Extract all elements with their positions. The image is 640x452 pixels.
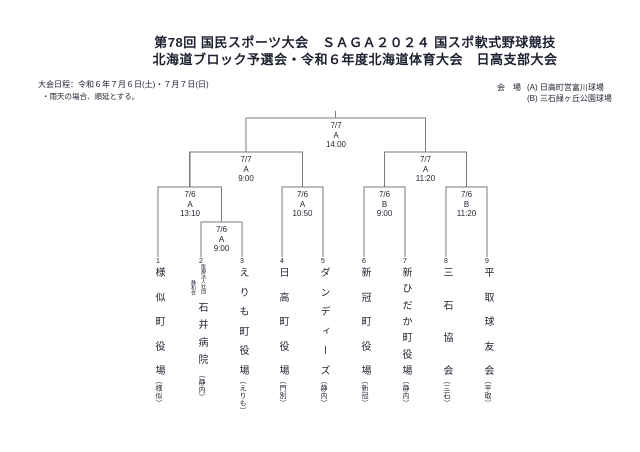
team-seed-3: 3 bbox=[240, 258, 244, 265]
team-location-3: （えりも） bbox=[239, 377, 246, 415]
team-location-6: （新冠） bbox=[361, 377, 368, 407]
quarterfinal-1-line bbox=[157, 186, 223, 257]
match-venue: A bbox=[218, 234, 225, 244]
quarterfinal-2-line bbox=[281, 186, 324, 257]
team-org-line1-2: 医療法人社団 bbox=[200, 264, 206, 294]
team-name-3: えりも町役場 bbox=[237, 267, 248, 375]
first-round-line bbox=[200, 221, 243, 257]
match-time: 9:00 bbox=[213, 244, 230, 253]
team-seed-1: 1 bbox=[156, 258, 160, 265]
venue-info: 会 場 (A) 日高町営富川球場 (B) 三石緑ヶ丘公園球場 bbox=[497, 83, 612, 104]
match-venue: A bbox=[299, 199, 306, 209]
match-venue: A bbox=[187, 199, 193, 209]
tournament-title-line1: 第78回 国民スポーツ大会 ＳＡＧＡ２０２４ 国スポ軟式野球競技 bbox=[154, 35, 556, 50]
match-venue: B bbox=[381, 199, 388, 209]
team-seed-9: 9 bbox=[485, 258, 489, 265]
team-name-8: 三石協会 bbox=[441, 267, 452, 375]
team-seed-7: 7 bbox=[403, 258, 407, 265]
match-label-first-round: 7/6 A 9:00 bbox=[200, 225, 244, 254]
semifinal-1-line bbox=[189, 151, 304, 187]
match-date: 7/6 bbox=[378, 190, 391, 199]
team-org-line2-2: 静和会 bbox=[190, 280, 196, 295]
match-venue: B bbox=[463, 199, 470, 209]
match-label-quarterfinal-4: 7/6 B 11:20 bbox=[445, 190, 489, 219]
match-time: 9:00 bbox=[238, 174, 254, 183]
venue-label: 会 場 bbox=[497, 83, 521, 92]
match-date: 7/6 bbox=[215, 225, 228, 234]
match-venue: A bbox=[243, 164, 249, 174]
final-line bbox=[245, 117, 427, 152]
match-date: 7/7 bbox=[419, 155, 432, 164]
match-time: 13:10 bbox=[179, 209, 201, 218]
match-time: 11:20 bbox=[456, 209, 477, 218]
match-venue: A bbox=[422, 164, 429, 174]
match-date: 7/7 bbox=[330, 121, 342, 130]
team-seed-4: 4 bbox=[280, 258, 284, 265]
team-name-6: 新冠町役場 bbox=[359, 267, 370, 375]
page-header: 第78回 国民スポーツ大会 ＳＡＧＡ２０２４ 国スポ軟式野球競技 北海道ブロック… bbox=[70, 34, 640, 68]
match-date: 7/6 bbox=[184, 190, 196, 199]
match-label-quarterfinal-1: 7/6 A 13:10 bbox=[168, 190, 212, 219]
match-label-semifinal-2: 7/7 A 11:20 bbox=[404, 155, 448, 184]
match-date: 7/7 bbox=[240, 155, 252, 164]
team-location-1: （様似） bbox=[155, 377, 162, 407]
match-date: 7/6 bbox=[460, 190, 473, 199]
team-name-4: 日高町役場 bbox=[277, 267, 288, 375]
team-location-4: （門別） bbox=[279, 377, 286, 407]
match-time: 14:00 bbox=[325, 140, 347, 149]
venue-b: (B) 三石緑ヶ丘公園球場 bbox=[527, 94, 612, 103]
match-venue: A bbox=[333, 130, 339, 140]
quarterfinal-4-line bbox=[445, 186, 488, 257]
team-location-8: （三石） bbox=[443, 377, 450, 407]
team-seed-2: 2 bbox=[199, 258, 203, 265]
team-name-9: 平取球友会 bbox=[482, 267, 493, 375]
team-name-7: 新ひだか町役場 bbox=[400, 267, 411, 375]
team-seed-6: 6 bbox=[362, 258, 366, 265]
semifinal-2-line bbox=[383, 151, 468, 187]
schedule-info: 大会日程：令和６年７月６日(土)・７月７日(日) ・雨天の場合、順延とする。 bbox=[38, 80, 209, 102]
team-location-2: （静内） bbox=[198, 371, 205, 401]
team-location-7: （静内） bbox=[402, 377, 409, 407]
team-name-2: 石井病院 bbox=[196, 302, 207, 364]
match-label-final: 7/7 A 14:00 bbox=[314, 121, 358, 150]
team-seed-5: 5 bbox=[321, 258, 325, 265]
team-location-5: （静内） bbox=[320, 377, 327, 407]
quarterfinal-3-line bbox=[363, 186, 406, 257]
schedule-dates: 大会日程：令和６年７月６日(土)・７月７日(日) bbox=[38, 80, 209, 89]
team-name-1: 様似町役場 bbox=[153, 267, 164, 375]
tournament-title-line2: 北海道ブロック予選会・令和６年度北海道体育大会 日高支部大会 bbox=[152, 52, 558, 67]
rain-postponement-note: ・雨天の場合、順延とする。 bbox=[42, 92, 140, 101]
venue-a: (A) 日高町営富川球場 bbox=[527, 83, 604, 92]
match-time: 10:50 bbox=[292, 209, 313, 218]
match-time: 11:20 bbox=[415, 174, 436, 183]
team-name-5: ダンディーズ bbox=[318, 267, 329, 375]
match-date: 7/6 bbox=[296, 190, 309, 199]
match-time: 9:00 bbox=[376, 209, 393, 218]
match-label-quarterfinal-3: 7/6 B 9:00 bbox=[363, 190, 407, 219]
match-label-semifinal-1: 7/7 A 9:00 bbox=[224, 155, 268, 184]
team-location-9: （平取） bbox=[484, 377, 491, 407]
team-seed-8: 8 bbox=[444, 258, 448, 265]
match-label-quarterfinal-2: 7/6 A 10:50 bbox=[281, 190, 325, 219]
